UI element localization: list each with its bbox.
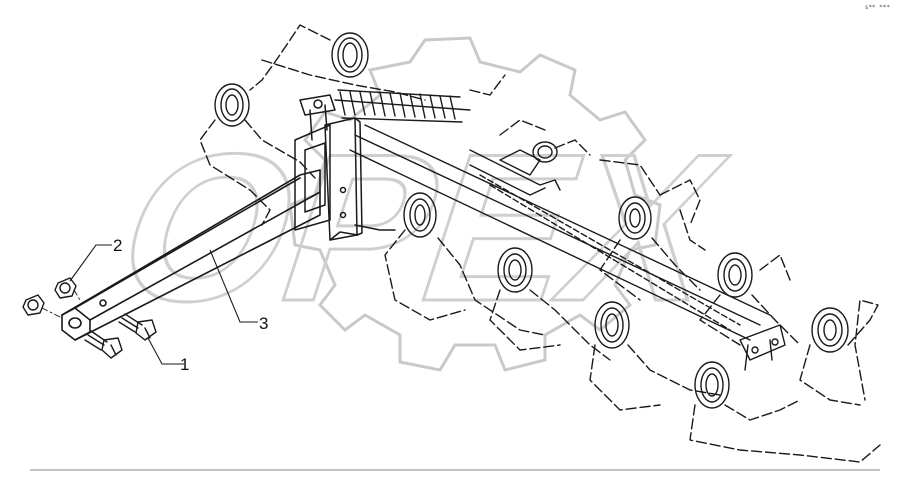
tines-group <box>384 74 881 463</box>
coil-spring-small <box>532 141 558 163</box>
linkage-rod <box>479 174 741 331</box>
tine-upper-3 <box>261 59 426 101</box>
watermark-text: OPEX <box>91 110 751 345</box>
nut-part-2-lower <box>22 294 45 316</box>
tine-upper-4 <box>244 119 316 179</box>
callout-3: 3 <box>259 314 268 333</box>
main-frame-beam <box>349 124 771 341</box>
callout-2: 2 <box>113 236 122 255</box>
drawing-code: s** *** <box>864 4 890 11</box>
callout-1: 1 <box>180 355 189 374</box>
coil-spring-mid-2 <box>497 247 533 293</box>
nut-part-2-upper <box>54 277 77 299</box>
tine-upper-1 <box>249 24 331 91</box>
alignment-line <box>41 289 81 319</box>
bolt-part-1-upper <box>118 313 157 341</box>
coil-spring-mid-1 <box>403 192 437 238</box>
end-clamp <box>739 324 786 371</box>
bolt-part-1-lower <box>84 330 123 359</box>
coil-spring-mid-5 <box>717 252 753 298</box>
callout-leader-1 <box>147 337 184 365</box>
tine-upper-2 <box>199 119 271 226</box>
arm-tube-part-3 <box>61 169 321 341</box>
callout-leader-2 <box>69 244 112 282</box>
coil-spring-mid-3 <box>618 196 652 240</box>
coil-spring-lower-1 <box>694 361 730 409</box>
coil-spring-mid-4 <box>594 301 630 349</box>
mounting-bracket <box>294 94 396 241</box>
tension-spring <box>334 89 471 123</box>
watermark: OPEX <box>90 36 753 372</box>
coil-spring-top-left-1 <box>331 32 369 78</box>
coil-spring-right <box>811 307 849 353</box>
callout-leader-3 <box>209 249 258 323</box>
watermark-gear <box>288 36 662 372</box>
coil-spring-top-left-2 <box>214 83 250 127</box>
